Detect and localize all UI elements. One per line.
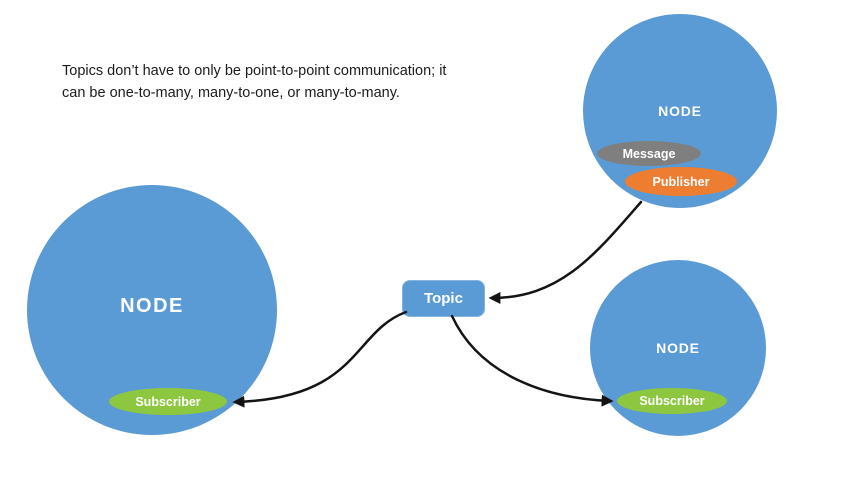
subscriber-pill-bottom-right-label: Subscriber [639, 394, 705, 408]
subscriber-pill-bottom-right: Subscriber [617, 388, 727, 414]
publisher-pill-label: Publisher [652, 174, 710, 189]
message-pill: Message [597, 141, 701, 166]
caption: Topics don’t have to only be point-to-po… [62, 60, 446, 104]
node-circle-left: NODE Subscriber [27, 185, 277, 435]
message-pill-label: Message [622, 146, 676, 161]
topic-box-label: Topic [424, 290, 463, 307]
node-circle-bottom-right: NODE Subscriber [590, 260, 766, 436]
node-top-right-label: NODE [658, 103, 702, 119]
publisher-pill: Publisher [625, 167, 737, 196]
topic-box: Topic [402, 280, 485, 317]
node-circle-top-right: NODE Message Publisher [583, 14, 777, 208]
caption-line-2: can be one-to-many, many-to-one, or many… [62, 85, 400, 101]
subscriber-pill-left-label: Subscriber [135, 394, 201, 409]
caption-line-1: Topics don’t have to only be point-to-po… [62, 63, 447, 79]
subscriber-pill-left: Subscriber [109, 388, 227, 415]
arrow-topic-to-right-subscriber [450, 314, 614, 407]
node-left-label: NODE [120, 295, 184, 317]
node-bottom-right-label: NODE [656, 340, 700, 356]
